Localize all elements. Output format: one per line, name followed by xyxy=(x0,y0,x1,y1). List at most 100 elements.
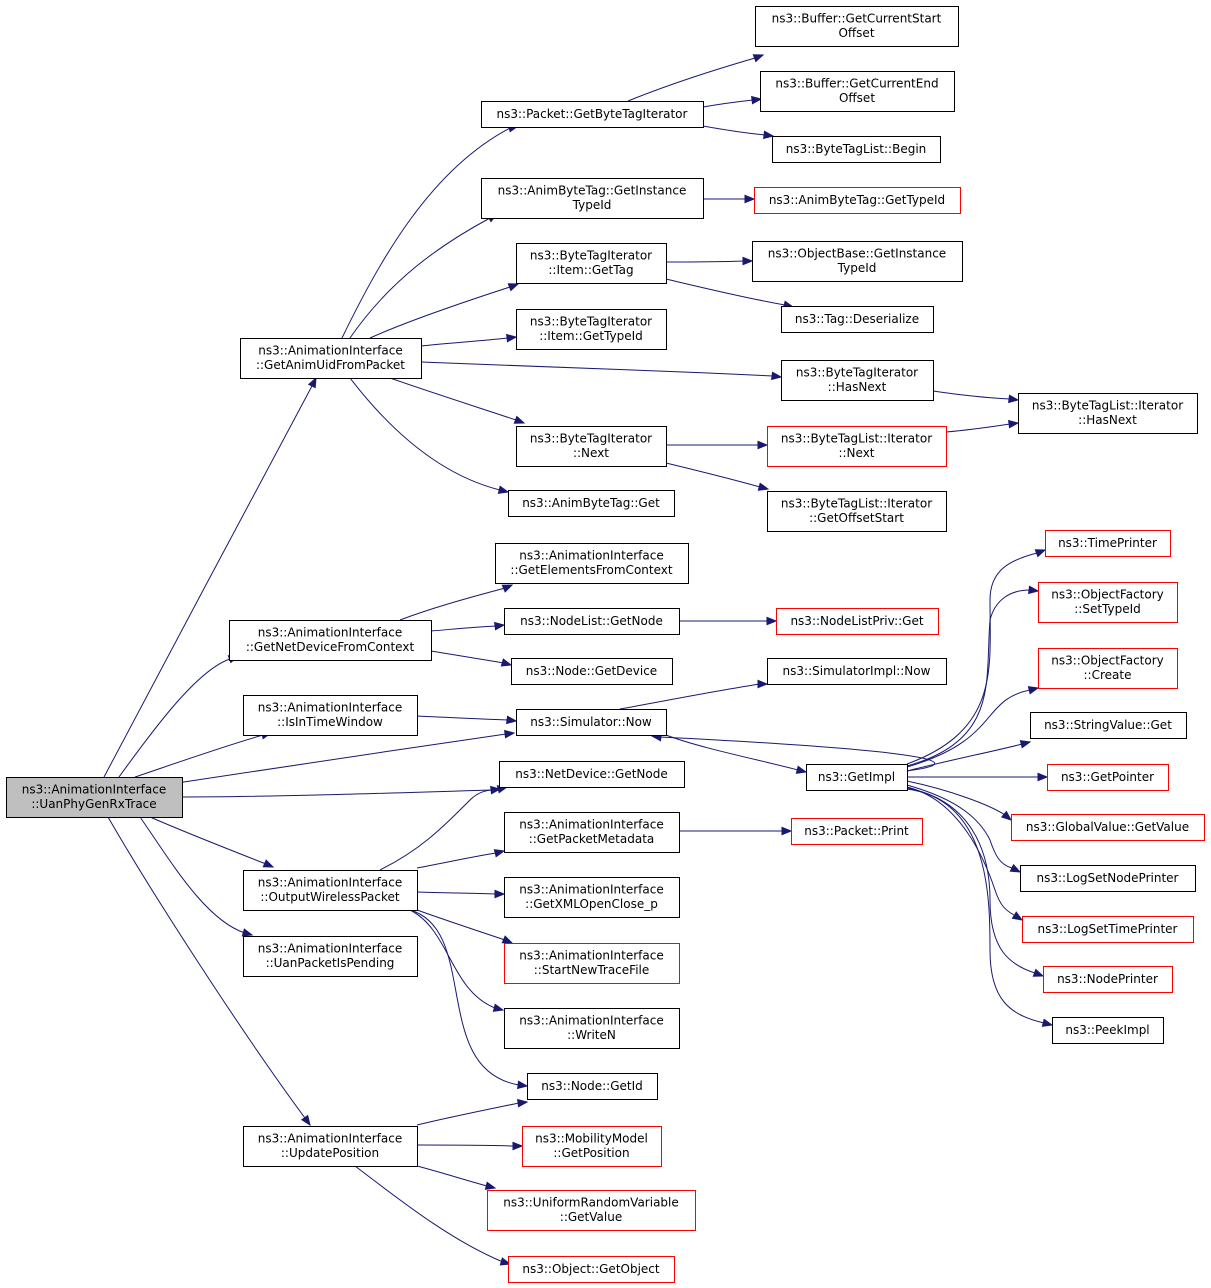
node-label: ::Item::GetTag xyxy=(548,263,633,277)
call-edge-arrowhead xyxy=(1008,419,1020,429)
call-edge xyxy=(659,736,936,772)
graph-node-outputWireless[interactable]: ns3::AnimationInterface::OutputWirelessP… xyxy=(243,870,418,911)
call-edge-arrowhead xyxy=(484,1181,497,1190)
call-edge-arrowhead xyxy=(1009,863,1022,873)
graph-node-logSetNodePrinter[interactable]: ns3::LogSetNodePrinter xyxy=(1020,865,1196,892)
call-edge-arrowhead xyxy=(501,935,514,944)
graph-node-getPointer[interactable]: ns3::GetPointer xyxy=(1047,764,1169,791)
call-edge-arrowhead xyxy=(494,889,506,899)
graph-node-nodePrinter[interactable]: ns3::NodePrinter xyxy=(1043,966,1173,993)
call-edge-arrowhead xyxy=(766,616,778,626)
node-box xyxy=(1047,764,1169,791)
graph-node-btiHasNext[interactable]: ns3::ByteTagIterator::HasNext xyxy=(781,360,934,401)
call-edge xyxy=(409,909,520,1086)
graph-node-isInTimeWindow[interactable]: ns3::AnimationInterface::IsInTimeWindow xyxy=(243,695,418,736)
graph-node-simNow[interactable]: ns3::Simulator::Now xyxy=(516,709,667,736)
call-edge xyxy=(906,787,1036,974)
graph-node-nodeGetDevice[interactable]: ns3::Node::GetDevice xyxy=(511,658,673,685)
graph-node-netDevGetNode[interactable]: ns3::NetDevice::GetNode xyxy=(499,761,685,788)
graph-node-root[interactable]: ns3::AnimationInterface::UanPhyGenRxTrac… xyxy=(6,777,183,818)
node-label: ns3::AnimationInterface xyxy=(258,701,402,715)
graph-node-tagDeserialize[interactable]: ns3::Tag::Deserialize xyxy=(781,306,934,333)
node-label: ::GetAnimUidFromPacket xyxy=(256,358,405,372)
node-label: ns3::ByteTagIterator xyxy=(530,315,652,329)
graph-node-objFactSetTypeId[interactable]: ns3::ObjectFactory::SetTypeId xyxy=(1038,582,1178,623)
graph-node-getElements[interactable]: ns3::AnimationInterface::GetElementsFrom… xyxy=(495,543,689,584)
node-label: ns3::Object::GetObject xyxy=(522,1262,660,1276)
graph-node-packetGetByteTagIter[interactable]: ns3::Packet::GetByteTagIterator xyxy=(481,101,704,128)
call-edge xyxy=(932,390,1011,400)
node-label: ns3::ByteTagList::Iterator xyxy=(781,432,932,446)
call-edge xyxy=(619,683,761,710)
graph-node-getImpl[interactable]: ns3::GetImpl xyxy=(806,764,908,791)
call-edge xyxy=(416,715,509,721)
node-label: ns3::ByteTagIterator xyxy=(796,366,918,380)
graph-node-writeN[interactable]: ns3::AnimationInterface::WriteN xyxy=(504,1008,680,1049)
call-edge-arrowhead xyxy=(300,1114,311,1127)
node-label: ns3::AnimationInterface xyxy=(22,783,166,797)
graph-node-mobilityGetPos[interactable]: ns3::MobilityModel::GetPosition xyxy=(522,1126,662,1167)
call-edge xyxy=(420,361,774,377)
node-label: ns3::AnimByteTag::GetTypeId xyxy=(769,193,945,207)
graph-node-getAnimUid[interactable]: ns3::AnimationInterface::GetAnimUidFromP… xyxy=(240,338,422,379)
graph-node-getPacketMeta[interactable]: ns3::AnimationInterface::GetPacketMetada… xyxy=(504,812,680,853)
call-edge xyxy=(420,337,509,347)
graph-node-btlIterGetOffStart[interactable]: ns3::ByteTagList::Iterator::GetOffsetSta… xyxy=(767,491,947,532)
graph-node-animByteTagGet[interactable]: ns3::AnimByteTag::Get xyxy=(508,490,675,517)
graph-node-uniformGetValue[interactable]: ns3::UniformRandomVariable::GetValue xyxy=(487,1190,696,1231)
node-label: ns3::AnimationInterface xyxy=(258,942,402,956)
graph-node-getNetDevice[interactable]: ns3::AnimationInterface::GetNetDeviceFro… xyxy=(229,620,432,661)
node-label: ::GetNetDeviceFromContext xyxy=(246,640,415,654)
graph-node-btlBegin[interactable]: ns3::ByteTagList::Begin xyxy=(772,136,941,163)
graph-node-peekImpl[interactable]: ns3::PeekImpl xyxy=(1052,1017,1164,1044)
graph-node-btiItemGetTag[interactable]: ns3::ByteTagIterator::Item::GetTag xyxy=(516,243,667,284)
call-edge xyxy=(416,1102,520,1126)
graph-node-btlIterHasNext[interactable]: ns3::ByteTagList::Iterator::HasNext xyxy=(1018,393,1198,434)
call-edge xyxy=(665,278,786,306)
node-box xyxy=(781,306,934,333)
graph-node-animByteTagGetTypeId[interactable]: ns3::AnimByteTag::GetTypeId xyxy=(754,187,961,214)
graph-node-logSetTimePrinter[interactable]: ns3::LogSetTimePrinter xyxy=(1022,916,1194,943)
graph-node-objectGetObject[interactable]: ns3::Object::GetObject xyxy=(508,1256,675,1283)
graph-node-btiNext[interactable]: ns3::ByteTagIterator::Next xyxy=(516,426,667,467)
node-label: ns3::AnimationInterface xyxy=(519,1014,663,1028)
graph-node-btiItemGetTypeId[interactable]: ns3::ByteTagIterator::Item::GetTypeId xyxy=(516,309,667,350)
graph-node-btlIterNext[interactable]: ns3::ByteTagList::Iterator::Next xyxy=(767,426,947,467)
node-label: ::UanPacketIsPending xyxy=(266,956,395,970)
graph-node-startNewTrace[interactable]: ns3::AnimationInterface::StartNewTraceFi… xyxy=(504,943,680,984)
graph-node-globalValueGetValue[interactable]: ns3::GlobalValue::GetValue xyxy=(1011,814,1205,841)
graph-node-getXml[interactable]: ns3::AnimationInterface::GetXMLOpenClose… xyxy=(504,877,680,918)
call-edge-arrowhead xyxy=(1000,810,1013,821)
call-edge-arrowhead xyxy=(493,849,506,858)
call-edge-arrowhead xyxy=(492,1003,505,1012)
node-box xyxy=(806,764,908,791)
graph-node-packetPrint[interactable]: ns3::Packet::Print xyxy=(791,818,923,845)
call-edge-arrowhead xyxy=(504,729,516,739)
graph-node-nodeListPrivGet[interactable]: ns3::NodeListPriv::Get xyxy=(776,608,939,635)
node-label: ::Next xyxy=(573,446,609,460)
graph-node-updatePosition[interactable]: ns3::AnimationInterface::UpdatePosition xyxy=(243,1126,418,1167)
graph-node-stringValueGet[interactable]: ns3::StringValue::Get xyxy=(1030,712,1187,739)
node-label: ns3::NodeListPriv::Get xyxy=(790,614,923,628)
node-label: ns3::TimePrinter xyxy=(1058,536,1157,550)
graph-node-nodeGetId[interactable]: ns3::Node::GetId xyxy=(527,1073,658,1100)
call-edge-arrowhead xyxy=(1019,740,1032,749)
graph-node-objFactCreate[interactable]: ns3::ObjectFactory::Create xyxy=(1038,648,1178,689)
graph-node-timePrinter[interactable]: ns3::TimePrinter xyxy=(1045,530,1171,557)
node-box xyxy=(516,709,667,736)
node-label: ns3::Tag::Deserialize xyxy=(795,312,919,326)
graph-node-nodeListGetNode[interactable]: ns3::NodeList::GetNode xyxy=(504,608,680,635)
graph-node-uanPacketPending[interactable]: ns3::AnimationInterface::UanPacketIsPend… xyxy=(243,936,418,977)
call-edge xyxy=(341,127,511,339)
node-label: ns3::StringValue::Get xyxy=(1044,718,1172,732)
node-box xyxy=(511,658,673,685)
call-edge xyxy=(906,788,1045,1024)
graph-node-simImplNow[interactable]: ns3::SimulatorImpl::Now xyxy=(767,658,947,685)
call-edge-arrowhead xyxy=(1032,968,1045,977)
node-label: TypeId xyxy=(572,198,612,212)
